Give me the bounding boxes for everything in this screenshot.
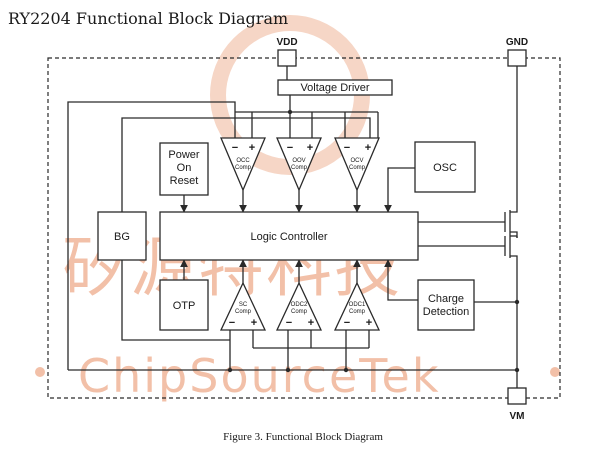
sc-label-1: SC xyxy=(239,302,248,308)
logic-controller-label: Logic Controller xyxy=(250,231,327,243)
odc1-plus: + xyxy=(366,317,372,329)
mosfet-pair xyxy=(504,208,518,258)
power-on-reset-block: Power On Reset xyxy=(159,142,209,196)
bg-block: BG xyxy=(97,211,147,261)
oov-comparator: − + OOV Comp xyxy=(276,137,322,192)
voltage-driver-block: Voltage Driver xyxy=(277,79,393,96)
sc-label-2: Comp xyxy=(235,309,252,315)
figure-caption: Figure 3. Functional Block Diagram xyxy=(223,431,383,443)
watermark-english: ChipSourceTek xyxy=(78,349,440,403)
power-on-reset-label-3: Reset xyxy=(170,175,199,187)
osc-block: OSC xyxy=(414,141,476,193)
odc2-minus: − xyxy=(286,317,292,329)
oov-plus: + xyxy=(307,142,313,154)
odc2-label-1: ODC2 xyxy=(291,302,308,308)
odc2-comparator: ODC2 Comp − + xyxy=(275,281,323,331)
occ-label-1: OCC xyxy=(236,158,250,164)
oov-label-2: Comp xyxy=(291,165,308,171)
pin-vdd-box xyxy=(277,49,297,67)
ocv-label-2: Comp xyxy=(349,165,366,171)
pin-vdd: VDD xyxy=(276,37,298,67)
logic-controller-block: Logic Controller xyxy=(159,211,419,261)
pin-gnd-label: GND xyxy=(506,37,528,48)
occ-comparator: − + OCC Comp xyxy=(220,137,266,192)
bg-label: BG xyxy=(114,231,130,243)
watermark-dot-right xyxy=(550,367,560,377)
odc1-comparator: ODC1 Comp − + xyxy=(333,281,381,331)
pin-vm-box xyxy=(507,387,527,405)
watermark-dot-left xyxy=(35,367,45,377)
odc2-plus: + xyxy=(308,317,314,329)
oov-label-1: OOV xyxy=(292,158,305,164)
charge-detection-label-2: Detection xyxy=(423,306,469,318)
otp-block: OTP xyxy=(159,279,209,331)
pin-vm: VM xyxy=(507,387,527,422)
odc1-label-2: Comp xyxy=(349,309,366,315)
charge-detection-label-1: Charge xyxy=(428,293,464,305)
wiring xyxy=(67,66,520,388)
pin-vdd-label: VDD xyxy=(276,37,297,48)
ocv-label-1: OCV xyxy=(350,158,363,164)
ocv-comparator: − + OCV Comp xyxy=(334,137,380,192)
chip-boundary xyxy=(47,57,561,399)
occ-minus: − xyxy=(232,142,238,154)
odc2-label-2: Comp xyxy=(291,309,308,315)
voltage-driver-label: Voltage Driver xyxy=(300,82,369,94)
occ-label-2: Comp xyxy=(235,165,252,171)
power-on-reset-label-2: On xyxy=(177,162,192,174)
otp-label: OTP xyxy=(173,300,196,312)
odc1-minus: − xyxy=(344,317,350,329)
ocv-plus: + xyxy=(365,142,371,154)
occ-plus: + xyxy=(249,142,255,154)
charge-detection-block: Charge Detection xyxy=(417,279,475,331)
pin-gnd-box xyxy=(507,49,527,67)
power-on-reset-label-1: Power xyxy=(168,149,200,161)
sc-comparator: SC Comp − + xyxy=(219,281,267,331)
odc1-label-1: ODC1 xyxy=(349,302,366,308)
sc-plus: + xyxy=(251,317,257,329)
pin-gnd: GND xyxy=(506,37,528,67)
oov-minus: − xyxy=(287,142,293,154)
pin-vm-label: VM xyxy=(510,411,525,422)
ocv-minus: − xyxy=(344,142,350,154)
osc-label: OSC xyxy=(433,162,457,174)
diagram-title: RY2204 Functional Block Diagram xyxy=(8,9,288,28)
sc-minus: − xyxy=(229,317,235,329)
